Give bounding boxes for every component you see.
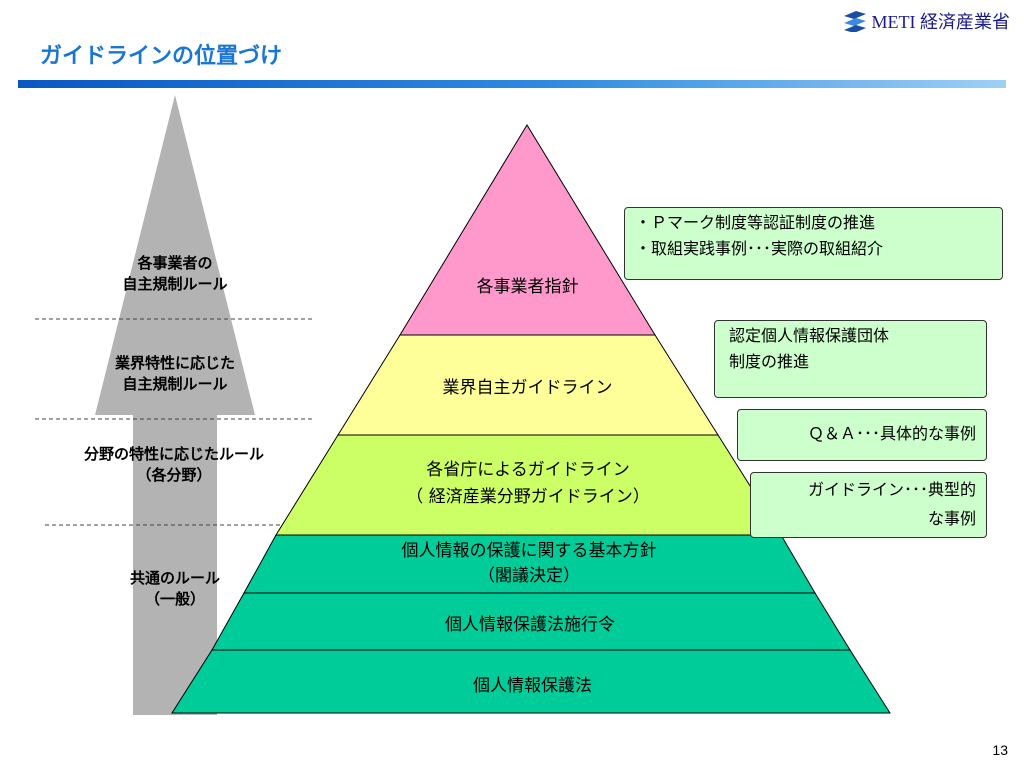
note-accredited-body: 認定個人情報保護団体 制度の推進 [714, 320, 987, 398]
level-label-line: 各事業者の [137, 254, 213, 272]
meti-logo-icon [843, 11, 866, 32]
layer-label-law: 個人情報保護法 [473, 676, 592, 696]
layer-label-order: 個人情報保護法施行令 [445, 615, 615, 635]
page-title: ガイドラインの位置づけ [40, 44, 283, 69]
layer-label-industry: 業界自主ガイドライン [442, 378, 613, 398]
level-label-industry: 業界特性に応じた 自主規制ルール [25, 353, 325, 395]
level-label-line: 業界特性に応じた [114, 354, 235, 372]
layer-label-basic-policy-line: 個人情報の保護に関する基本方針 [401, 541, 657, 561]
layer-label-ministry-line: 各省庁によるガイドライン [426, 460, 630, 480]
pyramid-layer-apex [399, 124, 656, 336]
meti-logo: METI 経済産業省 [842, 8, 1011, 34]
level-label-line: 共通のルール [129, 569, 220, 587]
level-label-line: （各分野） [136, 466, 212, 484]
level-label-line: （一般） [144, 590, 205, 608]
level-label-line: 自主規制ルール [122, 275, 228, 293]
level-label-operators: 各事業者の 自主規制ルール [25, 253, 325, 295]
layer-label-ministry: 各省庁によるガイドライン （ 経済産業分野ガイドライン） [340, 457, 716, 511]
logo-text: METI 経済産業省 [871, 12, 1011, 32]
title-rule [18, 80, 1006, 88]
level-label-line: 分野の特性に応じたルール [83, 445, 264, 463]
layer-label-apex: 各事業者指針 [476, 277, 579, 297]
note-certification: ・Ｐマーク制度等認証制度の推進 ・取組実践事例･･･実際の取組紹介 [624, 207, 1003, 280]
level-label-line: 自主規制ルール [122, 375, 228, 393]
hierarchy-arrow [95, 95, 255, 715]
note-guideline-examples: ガイドライン･･･典型的 な事例 [750, 472, 987, 538]
level-label-common: 共通のルール （一般） [25, 568, 325, 610]
level-label-sector: 分野の特性に応じたルール （各分野） [24, 444, 324, 486]
pyramid-layer-law [171, 649, 891, 714]
page-number: 13 [992, 742, 1008, 758]
layer-label-basic-policy-line: （閣議決定） [478, 566, 580, 586]
layer-label-ministry-line: （ 経済産業分野ガイドライン） [406, 487, 650, 507]
note-qa: Ｑ＆Ａ･･･具体的な事例 [737, 409, 987, 461]
layer-label-basic-policy: 個人情報の保護に関する基本方針 （閣議決定） [280, 539, 778, 589]
